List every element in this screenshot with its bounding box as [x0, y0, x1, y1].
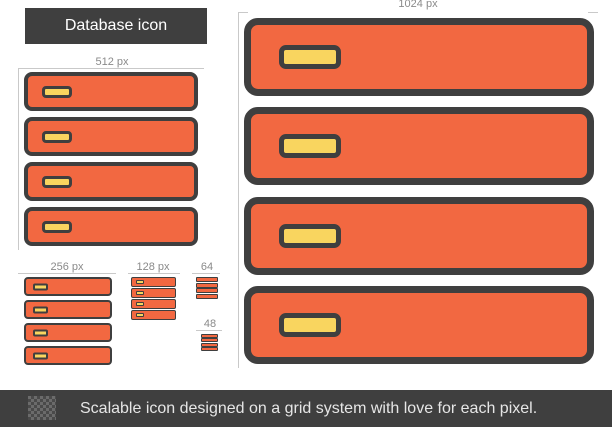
server-slab	[24, 72, 198, 111]
indicator-light	[136, 291, 144, 295]
indicator-light	[33, 283, 48, 290]
server-slab	[131, 310, 176, 320]
indicator-light	[279, 313, 341, 337]
database-icon-1024	[244, 18, 594, 370]
guide-line	[238, 12, 248, 13]
size-label-1024: 1024 px	[398, 0, 438, 10]
server-slab	[244, 286, 594, 364]
database-icon-48	[201, 334, 218, 351]
size-label-64: 64	[200, 261, 214, 273]
footer-text: Scalable icon designed on a grid system …	[80, 400, 538, 417]
indicator-light	[33, 329, 48, 336]
indicator-light	[33, 306, 48, 313]
server-slab	[244, 107, 594, 185]
guide-line	[18, 68, 204, 69]
indicator-light	[136, 302, 144, 306]
indicator-light	[136, 313, 144, 317]
server-slab	[24, 117, 198, 156]
server-slab	[131, 277, 176, 287]
server-slab	[24, 277, 112, 296]
size-label-48: 48	[203, 318, 217, 330]
server-slab	[24, 207, 198, 246]
guide-line	[128, 273, 180, 274]
indicator-light	[279, 224, 341, 248]
indicator-light	[42, 175, 72, 188]
server-slab	[24, 162, 198, 201]
server-slab	[24, 323, 112, 342]
guide-line	[238, 12, 239, 368]
size-label-128: 128 px	[136, 261, 170, 273]
server-slab	[201, 347, 218, 351]
size-label-256: 256 px	[50, 261, 84, 273]
server-slab	[201, 338, 218, 342]
guide-line	[18, 273, 116, 274]
footer-bar: Scalable icon designed on a grid system …	[0, 390, 612, 427]
indicator-light	[42, 220, 72, 233]
page-title: Database icon	[64, 17, 168, 34]
database-icon-256	[24, 277, 112, 365]
server-slab	[201, 343, 218, 347]
indicator-light	[279, 134, 341, 158]
server-slab	[244, 197, 594, 275]
server-slab	[196, 288, 218, 293]
indicator-light	[42, 130, 72, 143]
server-slab	[196, 283, 218, 288]
database-icon-64	[196, 277, 218, 299]
database-icon-128	[131, 277, 176, 321]
guide-line	[196, 330, 222, 331]
grid-icon	[28, 396, 56, 420]
database-icon-512	[24, 72, 198, 248]
server-slab	[201, 334, 218, 338]
server-slab	[131, 288, 176, 298]
indicator-light	[279, 45, 341, 69]
guide-line	[192, 273, 220, 274]
server-slab	[131, 299, 176, 309]
guide-line	[588, 12, 598, 13]
server-slab	[24, 300, 112, 319]
indicator-light	[42, 85, 72, 98]
server-slab	[24, 346, 112, 365]
guide-line	[18, 68, 19, 250]
indicator-light	[33, 352, 48, 359]
size-label-512: 512 px	[95, 56, 129, 68]
server-slab	[196, 294, 218, 299]
server-slab	[196, 277, 218, 282]
title-banner: Database icon	[25, 8, 207, 44]
indicator-light	[136, 280, 144, 284]
server-slab	[244, 18, 594, 96]
